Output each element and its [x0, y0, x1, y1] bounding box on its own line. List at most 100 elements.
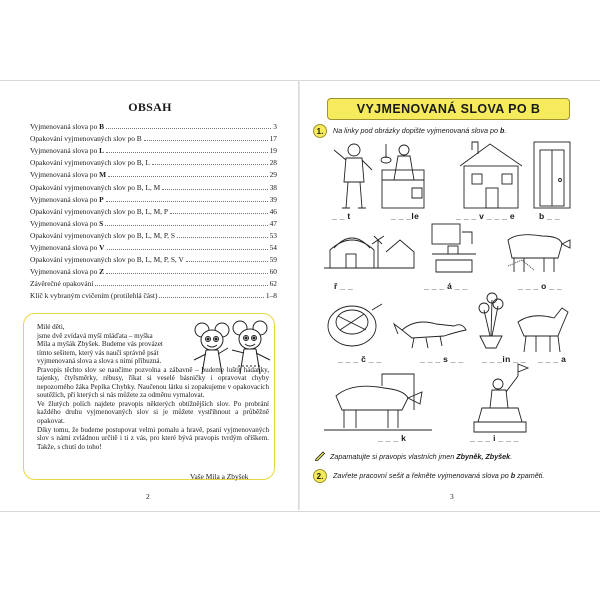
blank-4: b _ _: [539, 211, 560, 221]
toc-entry-title: Klíč k vybraným cvičením (protilehlá čás…: [30, 291, 157, 300]
toc-entry: Závěrečné opakování 62: [30, 276, 277, 288]
blank-6: _ _ _ á _ _: [424, 281, 468, 291]
toc-entry-text: Opakování vyjmenovaných slov po B, L, M,…: [30, 255, 184, 265]
task-2-text: Zavřete pracovní sešit a řekněte vyjmeno…: [333, 471, 511, 480]
toc-entry-text: Vyjmenovaná slova po: [30, 243, 100, 253]
letter-line: vyjmenovaná slova a slova s nimi příbuzn…: [37, 357, 162, 366]
toc-page-number: 3: [273, 122, 277, 132]
toc-entry-text: Vyjmenovaná slova po: [30, 146, 100, 156]
book-spread: [0, 80, 600, 512]
toc-entry-title: Opakování vyjmenovaných slov po B, L, M: [30, 183, 160, 192]
toc-entry-title: Vyjmenovaná slova po L: [30, 146, 104, 155]
toc-leader-dots: [169, 212, 268, 214]
toc-leader-dots: [176, 236, 268, 238]
page-number-left: 2: [146, 492, 150, 501]
toc-leader-dots: [143, 140, 268, 142]
blank-2: _ _ _le: [391, 211, 420, 221]
letter-line: tímto sešitem, který vás naučí správně p…: [37, 348, 159, 357]
page-number-right: 3: [450, 492, 454, 501]
toc-page-number: 53: [269, 230, 277, 240]
toc-page-number: 19: [269, 146, 277, 156]
cattle-picture: [507, 234, 571, 272]
toc-entry: Vyjmenovaná slova po Z 60: [30, 264, 277, 276]
blank-7: _ _ _ o _ _: [518, 281, 562, 291]
task-1-end: .: [504, 126, 507, 135]
toc-leader-dots: [106, 128, 272, 130]
door-picture: [533, 141, 571, 209]
letter-line: jsme dvě zvídavá myší mláďata – myška: [37, 331, 153, 340]
toc-entry-title: Vyjmenovaná slova po M: [30, 170, 106, 179]
letter-paragraph: Díky tomu, že budeme postupovat velmi po…: [37, 425, 269, 451]
toc-page-number: 17: [269, 134, 277, 144]
horse-picture: [517, 307, 569, 353]
toc-entry-letter: V: [99, 243, 105, 253]
toc-entry-text: Opakování vyjmenovaných slov po B, L, M: [30, 182, 161, 192]
toc-entry-text: Opakování vyjmenovaných slov po B, L, M,…: [30, 206, 168, 216]
note-text: Zapamatujte si pravopis vlastních jmen Z…: [330, 452, 512, 461]
exercise-pictures: [324, 141, 571, 433]
toc-leader-dots: [106, 152, 268, 154]
toc-entry: Vyjmenovaná slova po L 19: [30, 143, 277, 155]
toc-page-number: 62: [269, 279, 277, 289]
task-2-badge: 2.: [313, 469, 327, 483]
toc-entry-letter: M: [99, 170, 107, 180]
toc-page-number: 47: [269, 218, 277, 228]
toc-leader-dots: [106, 249, 268, 251]
toc-entry: Opakování vyjmenovaných slov po B 17: [30, 131, 277, 143]
toc-entry-letter: P: [99, 194, 104, 204]
toc-entry-title: Opakování vyjmenovaných slov po B, L, M,…: [30, 255, 184, 264]
toc-page-number: 28: [269, 158, 277, 168]
toc-entry-text: Závěrečné opakování: [30, 279, 94, 289]
note-post: .: [510, 452, 513, 461]
toc-entry: Opakování vyjmenovaných slov po B, L, M,…: [30, 204, 277, 216]
task-1-badge: 1.: [313, 124, 327, 138]
toc-entry-text: Vyjmenovaná slova po: [30, 194, 100, 204]
toc-entry-text: Vyjmenovaná slova po: [30, 170, 100, 180]
toc-entry-text: Opakování vyjmenovaných slov po B, L, M,…: [30, 230, 175, 240]
intro-letter: Milé děti, jsme dvě zvídavá myší mláďata…: [37, 323, 269, 451]
toc-entry-title: Závěrečné opakování: [30, 279, 93, 288]
toc-page-number: 46: [269, 206, 277, 216]
toc-entry: Opakování vyjmenovaných slov po B, L, M,…: [30, 252, 277, 264]
toc-entry-text: Vyjmenovaná slova po: [30, 267, 100, 277]
letter-line: Milé děti,: [37, 323, 65, 331]
toc-entry-text: Vyjmenovaná slova po: [30, 218, 100, 228]
toc-entry-title: Opakování vyjmenovaných slov po B, L, M,…: [30, 207, 168, 216]
toc-leader-dots: [108, 176, 268, 178]
toc-entry-title: Opakování vyjmenovaných slov po B, L, M,…: [30, 231, 175, 240]
blank-8: _ _ _ č _ _: [338, 354, 382, 364]
toc-entry-letter: B: [99, 122, 105, 132]
toc-title: OBSAH: [128, 100, 172, 114]
toc-page-number: 38: [269, 182, 277, 192]
toc-page-number: 60: [269, 267, 277, 277]
living-room-picture: [431, 223, 476, 273]
house-picture: [459, 141, 523, 209]
toc-entry-title: Vyjmenovaná slova po Z: [30, 267, 104, 276]
letter-paragraph: Pravopis těchto slov se naučíme pozvolna…: [37, 365, 269, 400]
kitchen-picture: [380, 144, 425, 209]
knight-picture: [473, 363, 530, 433]
toc-entry: Vyjmenovaná slova po M 29: [30, 167, 277, 179]
toc-entry-title: Vyjmenovaná slova po V: [30, 243, 105, 252]
blank-1: _ _ t: [332, 211, 351, 221]
toc-entry-title: Opakování vyjmenovaných slov po B: [30, 134, 142, 143]
task-1-text: Na linky pod obrázky dopište vyjmenovaná…: [333, 126, 501, 135]
toc-leader-dots: [105, 224, 268, 226]
boy-picture: [333, 143, 373, 209]
toc-entry: Vyjmenovaná slova po S 47: [30, 216, 277, 228]
toc-entry: Klíč k vybraným cvičením (protilehlá čás…: [30, 288, 277, 300]
pencil-note-icon: [314, 451, 326, 461]
toc-entry-letter: S: [99, 218, 104, 228]
blank-13: _ _ _ i _ _ _: [470, 433, 519, 443]
blank-5: ř _ _: [334, 281, 353, 291]
toc-page-number: 29: [269, 170, 277, 180]
ox-picture: [324, 373, 432, 431]
letter-line: Míla a myšák Zbyšek. Budeme vás provázet: [37, 340, 163, 349]
toc-leader-dots: [159, 297, 264, 299]
blank-10: _ _ _in _ _: [482, 354, 526, 364]
